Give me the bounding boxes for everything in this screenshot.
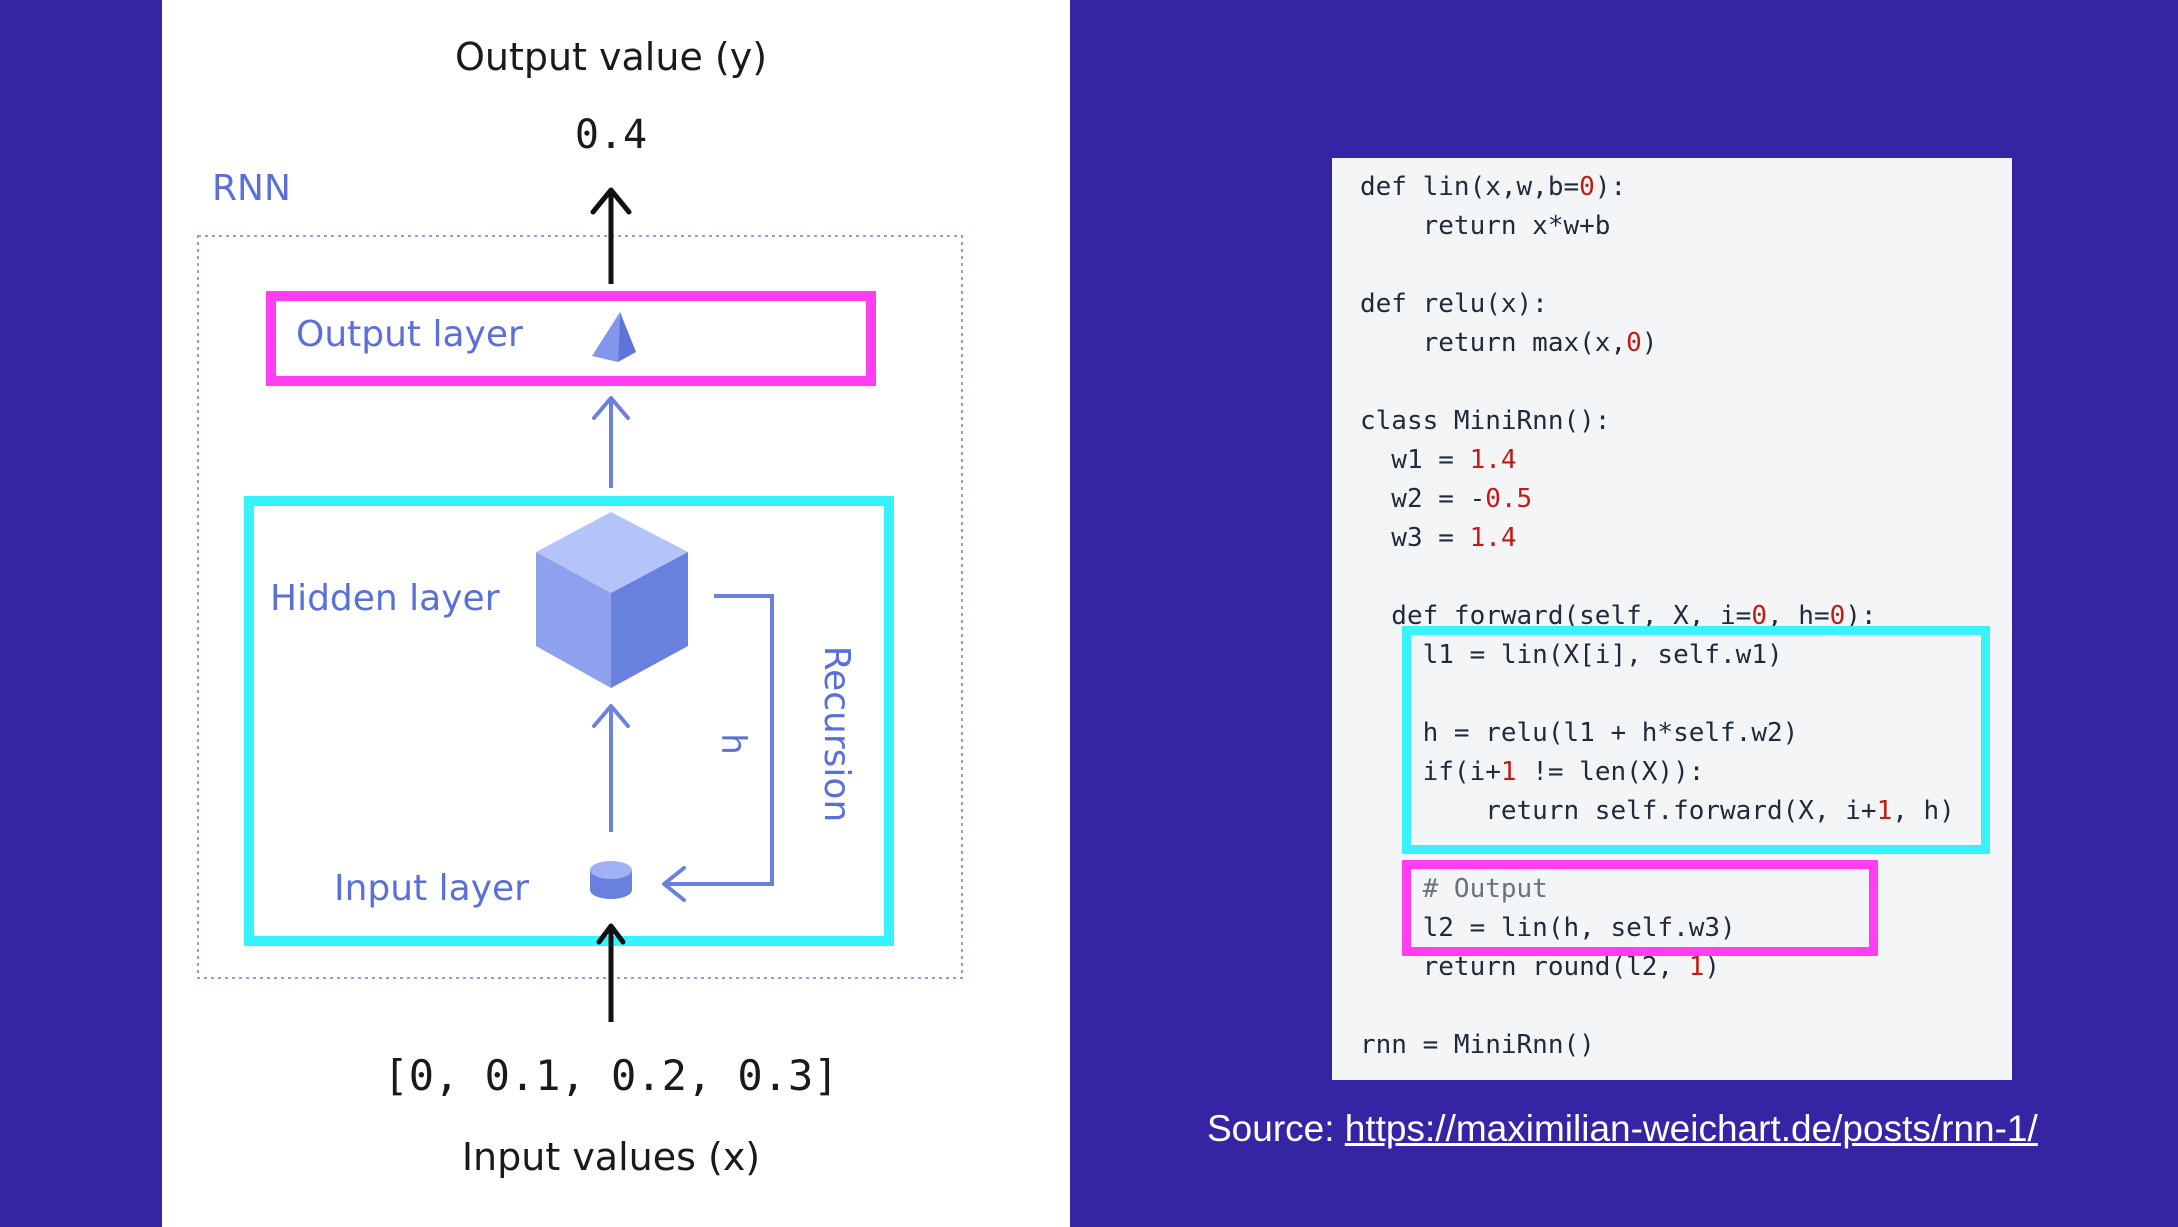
code-line: w3 = 1.4 bbox=[1360, 519, 1955, 558]
code-line bbox=[1360, 363, 1955, 402]
code-line bbox=[1360, 246, 1955, 285]
code-line bbox=[1360, 558, 1955, 597]
code-line: class MiniRnn(): bbox=[1360, 402, 1955, 441]
source-prefix: Source: bbox=[1207, 1108, 1345, 1149]
recursion-label: Recursion bbox=[816, 646, 857, 823]
cylinder-icon bbox=[590, 861, 632, 899]
code-token: != len(X)): bbox=[1516, 757, 1705, 787]
code-token: if(i+ bbox=[1360, 757, 1501, 787]
input-to-hidden-arrow bbox=[592, 704, 630, 832]
input-arrow bbox=[596, 923, 626, 1022]
code-highlight-hidden bbox=[1402, 626, 1990, 854]
code-token: def relu(x): bbox=[1360, 289, 1548, 319]
output-value: 0.4 bbox=[575, 112, 647, 158]
code-line: def relu(x): bbox=[1360, 285, 1955, 324]
code-token: w2 = - bbox=[1360, 484, 1486, 514]
cube-icon bbox=[536, 512, 688, 688]
code-token: 0 bbox=[1626, 328, 1642, 358]
code-token: return max(x, bbox=[1360, 328, 1627, 358]
code-token: class MiniRnn(): bbox=[1360, 406, 1611, 436]
source-link[interactable]: https://maximilian-weichart.de/posts/rnn… bbox=[1344, 1108, 2038, 1149]
code-token: 1.4 bbox=[1469, 523, 1517, 553]
rnn-label: RNN bbox=[212, 168, 291, 209]
code-token: ): bbox=[1594, 172, 1627, 202]
code-line: l1 = lin(X[i], self.w1) bbox=[1360, 636, 1955, 675]
code-line: h = relu(l1 + h*self.w2) bbox=[1360, 714, 1955, 753]
code-line: return x*w+b bbox=[1360, 207, 1955, 246]
rnn-container bbox=[197, 235, 963, 979]
code-block: def lin(x,w,b=0): return x*w+b def relu(… bbox=[1360, 168, 1955, 1065]
code-token: 1 bbox=[1500, 757, 1517, 787]
code-token: l2 = lin(h, self.w3) bbox=[1360, 913, 1736, 943]
hidden-layer-label: Hidden layer bbox=[270, 578, 500, 619]
rnn-diagram: Output value (y) 0.4 RNN Output layer Hi… bbox=[197, 35, 963, 1179]
code-line: w1 = 1.4 bbox=[1360, 441, 1955, 480]
output-title: Output value (y) bbox=[455, 35, 767, 79]
pyramid-icon bbox=[592, 312, 636, 362]
code-token: return x*w+b bbox=[1360, 211, 1611, 241]
code-panel: def lin(x,w,b=0): return x*w+b def relu(… bbox=[1332, 158, 2012, 1080]
code-token: 0 bbox=[1579, 172, 1595, 202]
code-token: 1 bbox=[1688, 952, 1705, 982]
input-title: Input values (x) bbox=[462, 1135, 760, 1179]
code-token: l1 = lin(X[i], self.w1) bbox=[1360, 640, 1783, 670]
output-layer-label: Output layer bbox=[296, 314, 523, 355]
code-line: def lin(x,w,b=0): bbox=[1360, 168, 1955, 207]
code-token: , h) bbox=[1892, 796, 1955, 826]
input-layer-label: Input layer bbox=[334, 868, 529, 909]
code-token: 1 bbox=[1876, 796, 1893, 826]
code-line: return round(l2, 1) bbox=[1360, 948, 1955, 987]
code-token: # Output bbox=[1360, 874, 1548, 904]
diagram-panel: Output value (y) 0.4 RNN Output layer Hi… bbox=[162, 0, 1070, 1227]
code-token: ) bbox=[1641, 328, 1658, 358]
recursion-loop bbox=[662, 594, 774, 902]
output-layer-box bbox=[266, 291, 876, 386]
code-line: rnn = MiniRnn() bbox=[1360, 1026, 1955, 1065]
code-highlight-output bbox=[1402, 860, 1878, 956]
code-token: h = relu(l1 + h*self.w2) bbox=[1360, 718, 1799, 748]
code-token: ) bbox=[1704, 952, 1721, 982]
code-token: 0 bbox=[1751, 601, 1767, 631]
code-line: return self.forward(X, i+1, h) bbox=[1360, 792, 1955, 831]
code-token: w3 = bbox=[1360, 523, 1470, 553]
code-token: 1.4 bbox=[1469, 445, 1517, 475]
code-line: w2 = -0.5 bbox=[1360, 480, 1955, 519]
source-credit: Source: https://maximilian-weichart.de/p… bbox=[1207, 1108, 2038, 1150]
code-line: return max(x,0) bbox=[1360, 324, 1955, 363]
input-values: [0, 0.1, 0.2, 0.3] bbox=[383, 1051, 838, 1100]
code-line: # Output bbox=[1360, 870, 1955, 909]
code-line bbox=[1360, 987, 1955, 1026]
code-token: w1 = bbox=[1360, 445, 1470, 475]
code-token: rnn = MiniRnn() bbox=[1360, 1030, 1595, 1060]
code-token: return round(l2, bbox=[1360, 952, 1689, 982]
code-line: l2 = lin(h, self.w3) bbox=[1360, 909, 1955, 948]
hidden-layer-box bbox=[244, 496, 894, 946]
h-label: h bbox=[713, 733, 753, 755]
code-token: return self.forward(X, i+ bbox=[1360, 796, 1877, 826]
output-arrow bbox=[590, 187, 632, 284]
code-token: 0 bbox=[1829, 601, 1846, 631]
code-token: 0.5 bbox=[1485, 484, 1533, 514]
hidden-to-output-arrow bbox=[592, 396, 630, 488]
code-line: if(i+1 != len(X)): bbox=[1360, 753, 1955, 792]
code-token: def lin(x,w,b= bbox=[1360, 172, 1580, 202]
